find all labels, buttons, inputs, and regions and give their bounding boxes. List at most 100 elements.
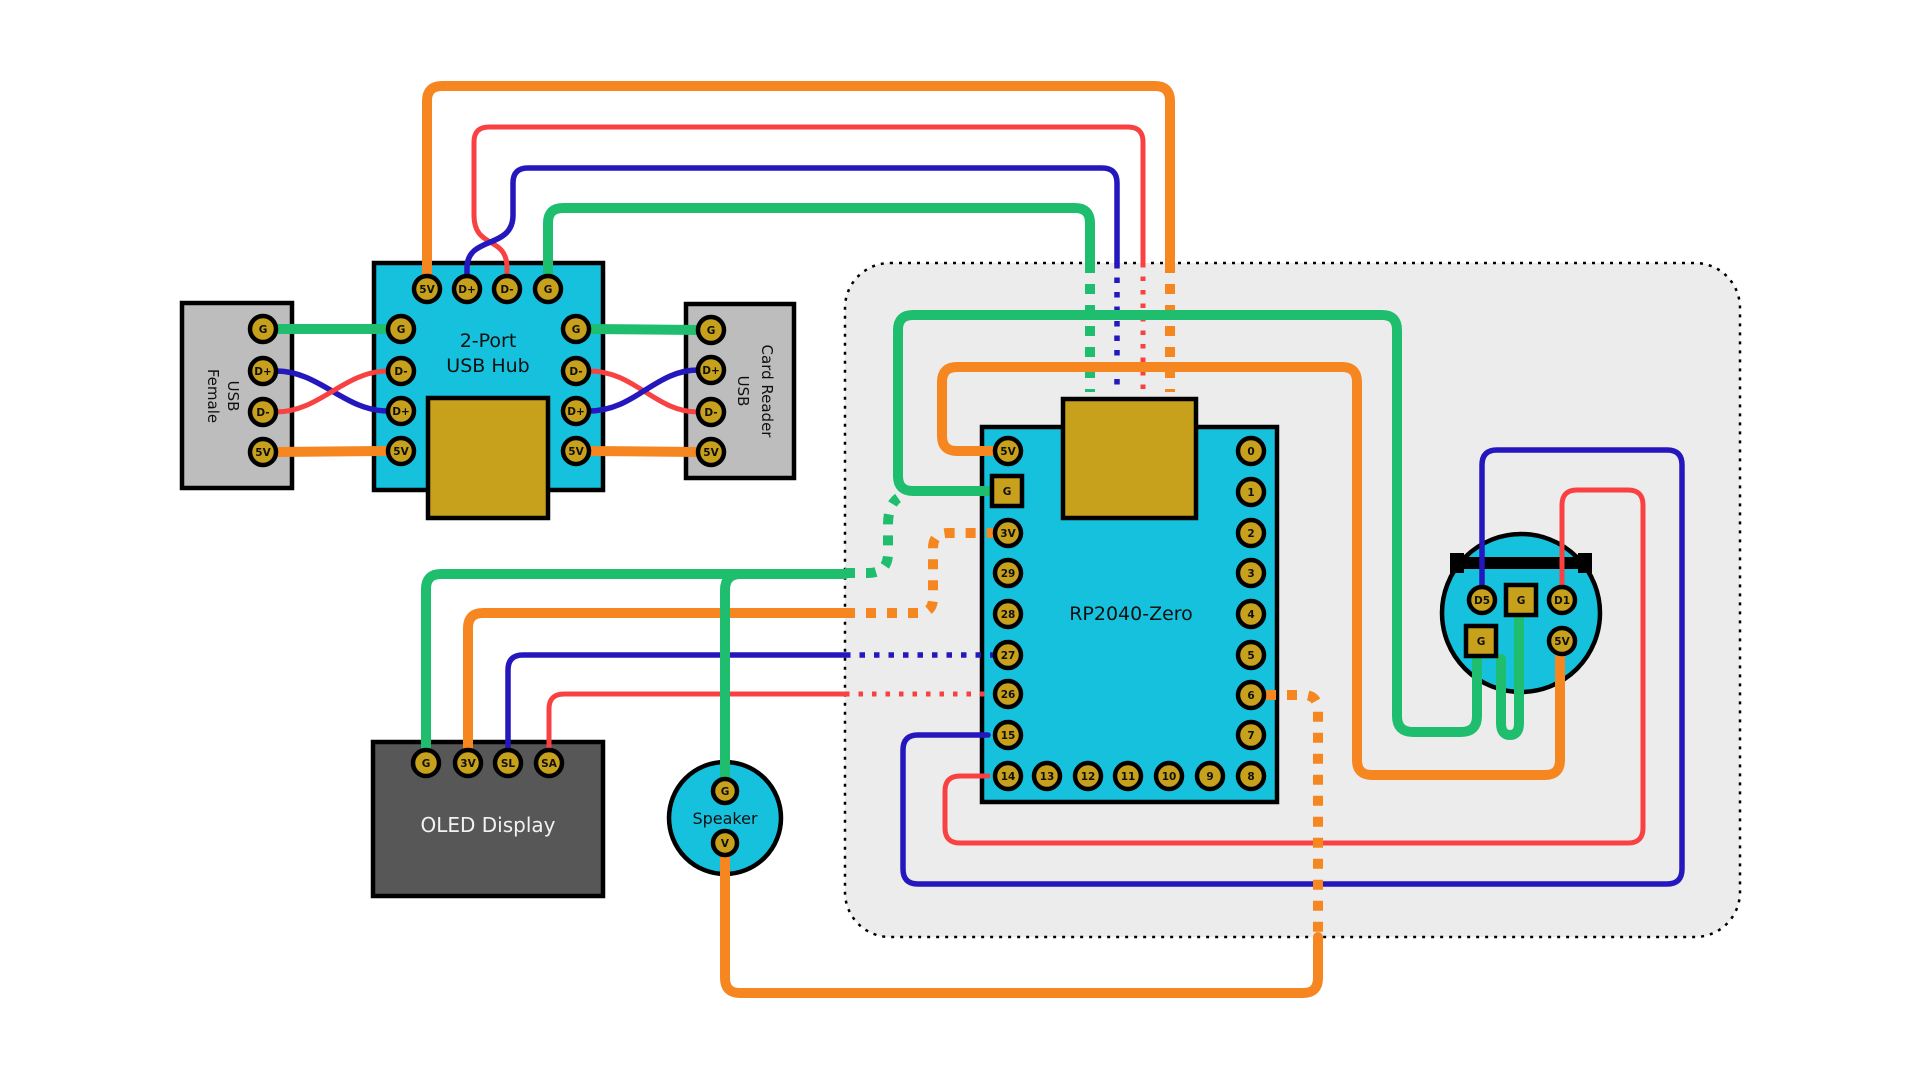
- pin-label: G: [1003, 486, 1012, 498]
- pin-hub-top-5v: [411, 273, 443, 305]
- pin-hub-left-dplus: [385, 395, 417, 427]
- wire-ground-oled: [421, 569, 850, 755]
- pin-reader-g: [695, 314, 727, 346]
- usb-card-reader-label: USB Card Reader: [734, 345, 776, 439]
- pin-label: G: [572, 324, 581, 336]
- pin-rp2040-7: [1235, 719, 1267, 751]
- pin-rp2040-2: [1235, 517, 1267, 549]
- pin-label: 29: [1001, 568, 1016, 580]
- pin-reader-dplus: [695, 354, 727, 386]
- pin-label: 5V: [1000, 446, 1016, 458]
- pin-label: 6: [1247, 690, 1254, 702]
- pin-label: 5V: [568, 446, 584, 458]
- pin-rp2040-3v: [992, 517, 1024, 549]
- pin-rp2040-6: [1235, 679, 1267, 711]
- rp2040-label: RP2040-Zero: [1069, 603, 1193, 625]
- usb-card-reader-pins: G D+ D- 5V: [695, 314, 727, 468]
- pin-oled-3v: [452, 747, 484, 779]
- pin-label: 5V: [1554, 636, 1570, 648]
- pin-oled-sl: [492, 747, 524, 779]
- pin-rp2040-13: [1031, 760, 1063, 792]
- wire-oled-3v-solid: [463, 608, 850, 755]
- pin-rp2040-28: [992, 598, 1024, 630]
- rotary-bar-cap-left: [1450, 553, 1464, 573]
- usb-female-label-line2: Female: [204, 369, 222, 423]
- pin-label: D-: [500, 284, 513, 296]
- pin-rp2040-9: [1194, 760, 1226, 792]
- pin-rp2040-26: [992, 678, 1024, 710]
- pin-oled-sa: [533, 747, 565, 779]
- usb-female-label-line1: USB: [224, 381, 242, 412]
- pin-label: V: [721, 838, 730, 850]
- wire-oled-sa-solid: [546, 691, 848, 753]
- pin-rp2040-8: [1235, 760, 1267, 792]
- pin-label: D-: [704, 407, 717, 419]
- wire-hub-5v-loop: [422, 81, 1175, 281]
- pin-label: D1: [1554, 595, 1570, 607]
- usb-female-pins: G D+ D- 5V: [247, 313, 279, 468]
- pin-label: G: [397, 324, 406, 336]
- pin-label: 5V: [419, 284, 435, 296]
- usb-card-reader-label-line2: Card Reader: [758, 345, 776, 439]
- oled-label: OLED Display: [421, 813, 556, 837]
- pad-rp2040-g: [989, 473, 1025, 509]
- pin-rp2040-10: [1153, 760, 1185, 792]
- pin-label: 5V: [393, 446, 409, 458]
- pin-label: G: [707, 325, 716, 337]
- pin-label: SL: [501, 758, 516, 770]
- pin-label: 28: [1001, 609, 1016, 621]
- usb-card-reader-label-line1: USB: [734, 376, 752, 407]
- pin-rp2040-0: [1235, 435, 1267, 467]
- pin-label: 4: [1247, 609, 1254, 621]
- wire-rp2040-14-rotary-d1: [942, 487, 1646, 846]
- oled-pins: G 3V SL SA: [410, 747, 565, 779]
- wire-reader-g: [584, 324, 703, 335]
- pin-rp2040-15: [992, 719, 1024, 751]
- speaker-pins: G V: [710, 776, 740, 858]
- pin-label: G: [544, 284, 553, 296]
- wire-ground-rotary-link: [1496, 611, 1524, 740]
- wire-reader-dplus: [586, 367, 701, 414]
- pin-label: G: [721, 786, 730, 798]
- wire-hub-dminus-loop: [471, 124, 1146, 279]
- wire-rp2040-5v-rotary: [937, 362, 1565, 780]
- pin-label: G: [422, 758, 431, 770]
- pin-hub-top-dplus: [451, 273, 483, 305]
- usb-female-label: USB Female: [204, 369, 242, 423]
- wire-oled-sl-solid: [505, 652, 848, 753]
- pin-label: 9: [1206, 771, 1213, 783]
- pin-label: 5V: [255, 447, 271, 459]
- pin-label: D-: [394, 366, 407, 378]
- wire-hub-dplus-loop: [464, 165, 1120, 279]
- pin-label: 13: [1040, 771, 1055, 783]
- pin-label: 14: [1001, 771, 1016, 783]
- usb-hub-label-line1: 2-Port: [460, 330, 517, 352]
- pin-label: 5V: [703, 447, 719, 459]
- pin-rp2040-14: [992, 760, 1024, 792]
- pin-label: 3V: [1000, 528, 1016, 540]
- pin-label: D+: [567, 406, 585, 418]
- pin-rotary-d5: [1466, 584, 1498, 616]
- pin-label: D+: [392, 406, 410, 418]
- pin-oled-g: [410, 747, 442, 779]
- rotary-pins: D5 G D1 G 5V: [1463, 582, 1578, 659]
- pin-label: 11: [1121, 771, 1136, 783]
- pin-hub-right-g: [560, 313, 592, 345]
- pin-rotary-d1: [1546, 584, 1578, 616]
- pin-label: 2: [1247, 528, 1254, 540]
- pin-female-g: [247, 313, 279, 345]
- usb-hub-connector: [425, 395, 551, 521]
- usb-hub-body: [371, 260, 606, 521]
- pin-hub-top-g: [532, 273, 564, 305]
- pin-label: 8: [1247, 771, 1254, 783]
- wire-ground-rp2040-rotary: [893, 310, 1482, 737]
- wire-ground-dotted: [845, 493, 902, 578]
- pin-label: 3V: [460, 758, 476, 770]
- pin-hub-right-5v: [560, 435, 592, 467]
- pin-reader-5v: [695, 436, 727, 468]
- oled-box: [370, 739, 606, 899]
- pin-label: 3: [1247, 568, 1254, 580]
- wire-female-5v: [271, 446, 393, 457]
- pin-rp2040-5v: [992, 435, 1024, 467]
